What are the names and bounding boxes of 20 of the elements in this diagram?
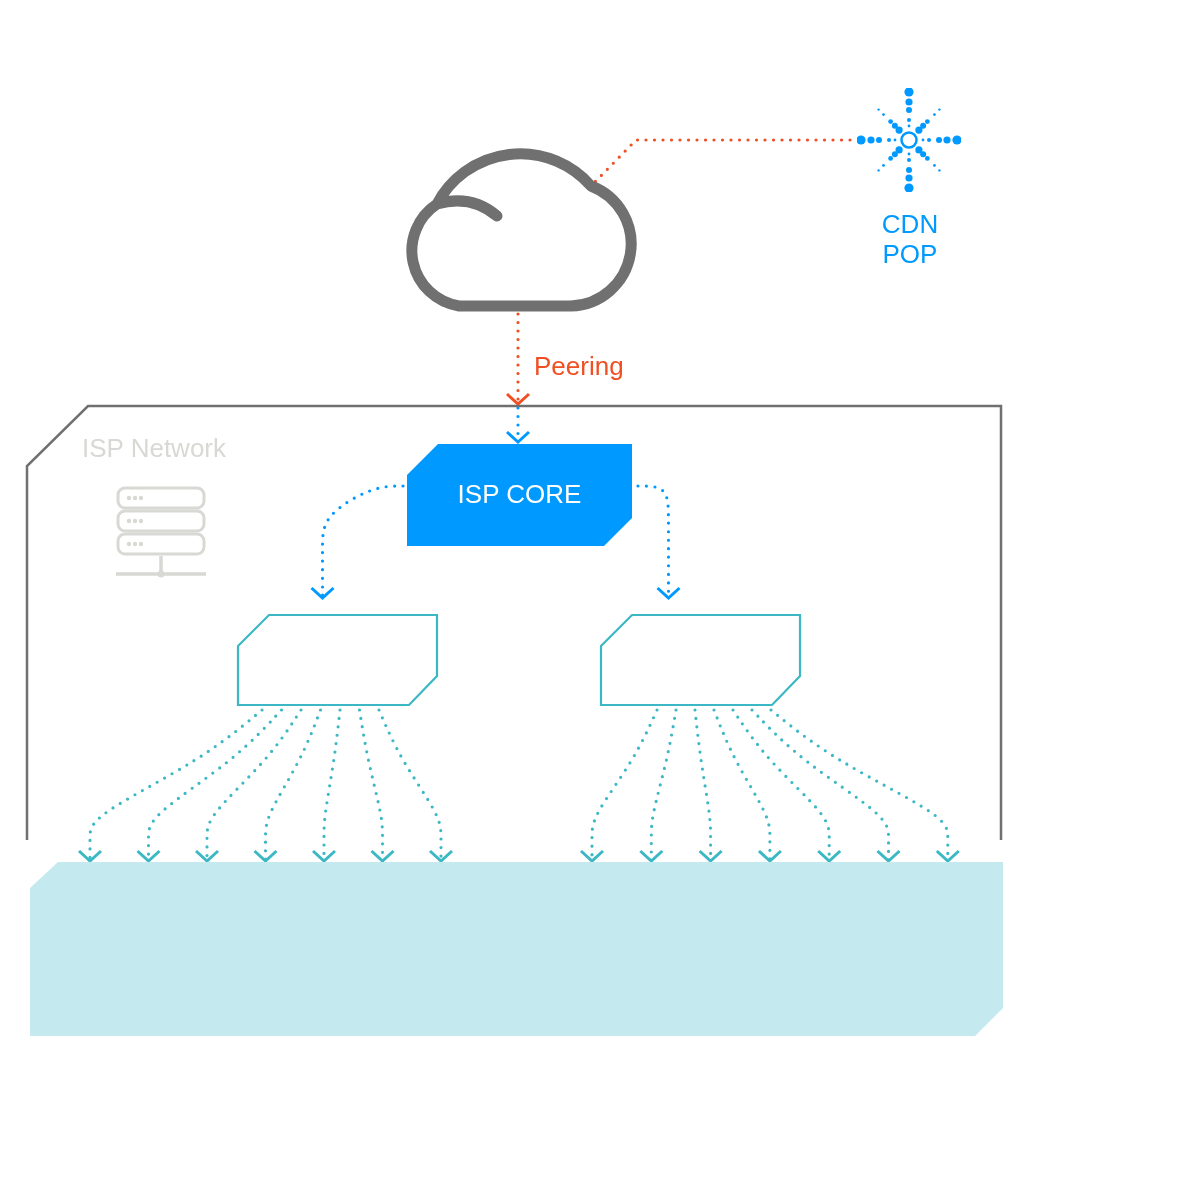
arrow: [769, 708, 961, 863]
arrow: [693, 708, 724, 863]
arrow: [357, 708, 395, 863]
arrow: [638, 708, 678, 863]
arrow: [505, 312, 531, 406]
arrow: [253, 708, 323, 863]
arrow: [712, 708, 783, 863]
node-label: ISP CORE: [457, 480, 582, 510]
arrow: [731, 708, 842, 863]
arrow: [136, 708, 284, 863]
arrow: [377, 708, 454, 863]
arrow: [77, 708, 264, 863]
arrow: [311, 708, 342, 863]
node-label: CDN POP: [880, 210, 940, 270]
arrow: [194, 708, 303, 863]
arrow: [310, 484, 405, 600]
arrow: [750, 708, 901, 863]
arrow: [579, 708, 659, 863]
arrow: [636, 484, 681, 600]
arrow: [505, 406, 531, 444]
